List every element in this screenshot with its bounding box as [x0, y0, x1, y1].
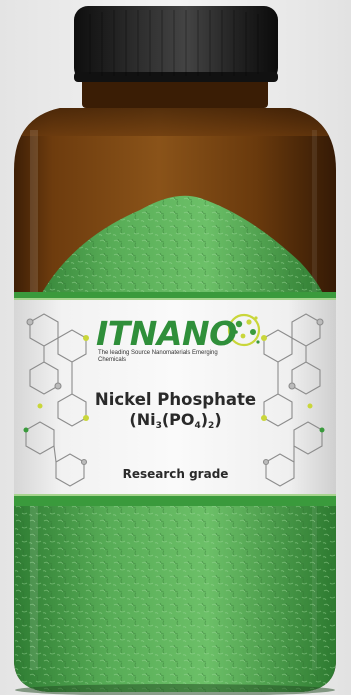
grade-label: Research grade: [122, 467, 229, 481]
chemical-formula: (Ni3(PO4)2): [0, 410, 351, 436]
formula-part: (Ni: [129, 410, 156, 429]
formula-part: ): [200, 410, 209, 429]
bottle-cap: [74, 6, 278, 82]
formula-part: (PO: [161, 410, 195, 429]
bottle-neck: [82, 78, 268, 108]
logo-dots-icon: [227, 313, 261, 347]
formula-part: ): [214, 410, 222, 429]
formula-subscript: 2: [208, 421, 215, 431]
product-label: [14, 292, 336, 506]
brand-logo: ITNANO: [96, 314, 237, 353]
molecule-network-icon: [23, 313, 89, 487]
product-name: Nickel Phosphate: [94, 390, 257, 409]
brand-tagline: The leading Source Nanomaterials Emergin…: [98, 350, 218, 363]
formula-subscript: 3: [155, 421, 162, 431]
formula-subscript: 4: [194, 421, 201, 431]
molecule-network-icon: [261, 313, 325, 487]
